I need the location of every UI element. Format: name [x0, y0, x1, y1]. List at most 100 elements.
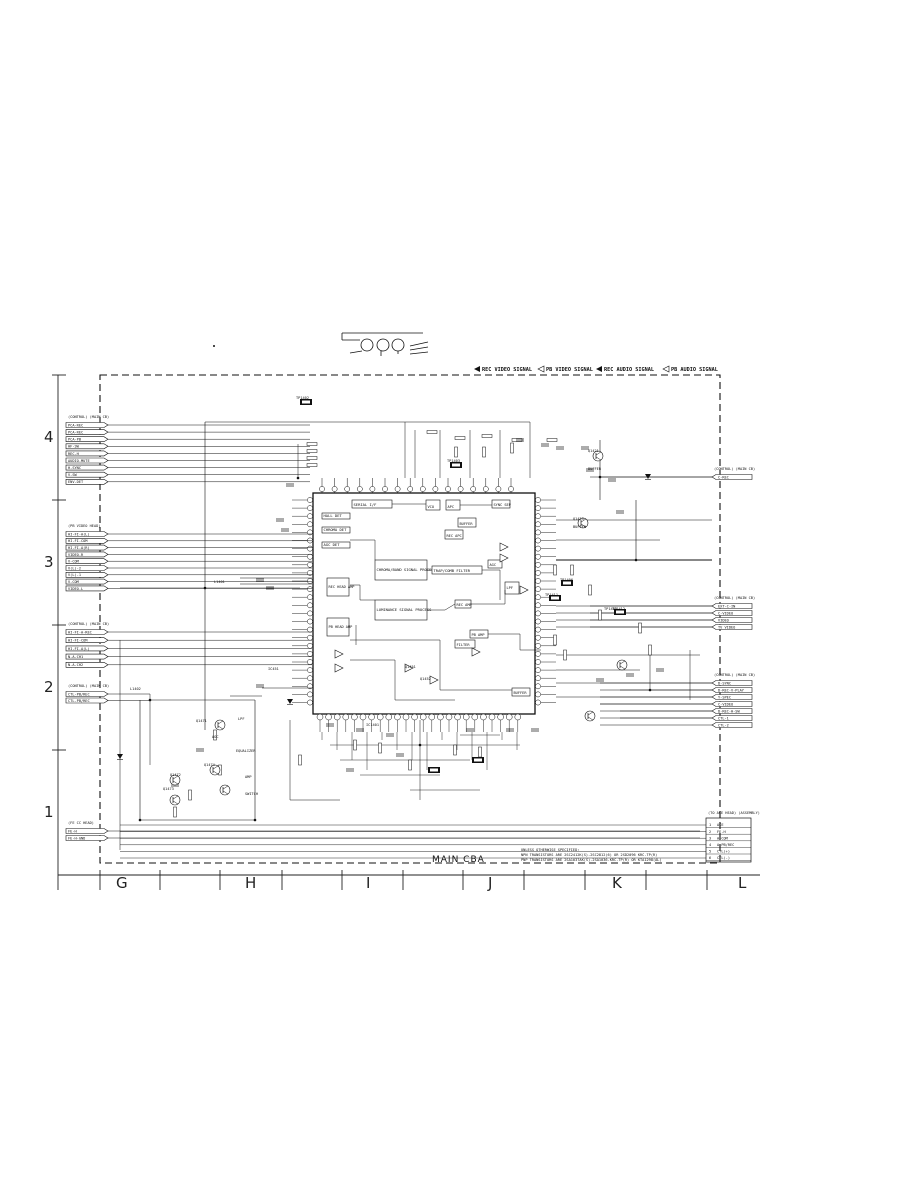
resistor	[511, 438, 523, 442]
transistor-emitter	[212, 770, 219, 775]
connector-mid-left-pin	[65, 585, 109, 592]
connector-mid-left: (PB VIDEO HEAD)HI-FI-A(L)HI-FI-COMHI-FI-…	[65, 524, 109, 592]
ic-pin-bottom-marker	[359, 713, 367, 721]
connector-small-left-pin	[65, 697, 109, 704]
connector-top-left-pin-label: ENV-DET	[68, 480, 84, 484]
transistor-emitter	[619, 665, 626, 670]
connector-mid-left-pin	[65, 558, 109, 565]
connector-right-bottom-box	[705, 817, 752, 863]
amp-triangle-icon	[334, 663, 344, 673]
connector-fe-left-header: (FE CC HEAD)	[68, 821, 94, 825]
resistor	[378, 742, 382, 754]
ic-pin-top-marker	[356, 486, 363, 492]
ic-block-label: LUMINANCE SIGNAL PROCESS	[377, 607, 433, 612]
connector-mid-left-pin	[65, 578, 109, 585]
connector-right-bottom-pin-label: ACE	[717, 823, 724, 827]
connector-top-left-pin	[65, 464, 109, 471]
transistor-emitter	[587, 716, 594, 721]
connector-right-low-pin-label: CTL-2	[718, 723, 729, 727]
ic-pin-right-marker	[535, 626, 541, 633]
connector-top-left-pin-label: PCA-REC	[68, 431, 83, 435]
board-title: MAIN CBA	[432, 855, 485, 865]
col-label-g: G	[116, 874, 128, 892]
junction-dot	[253, 818, 257, 822]
ic-pin-right-marker	[535, 675, 541, 682]
resistor	[454, 446, 458, 458]
ic-pin-bottom-marker	[445, 713, 453, 721]
connector-right-bottom-header: (TO ACE HEAD) (ASSEMBLY)	[708, 811, 760, 815]
ic-pin-bottom-marker	[454, 713, 461, 721]
connector-low-left-pin	[65, 661, 109, 668]
connector-low-left-pin	[65, 645, 109, 652]
ic-block	[321, 526, 351, 534]
ic-pin-top-marker	[457, 486, 464, 492]
transistor-collector	[217, 720, 224, 725]
connector-right-mid-pin	[711, 603, 753, 609]
connector-top-left-pin	[65, 478, 109, 485]
wire	[350, 659, 455, 701]
ic-pin-bottom-marker	[402, 713, 410, 721]
ic-block-label: PB AMP	[472, 633, 485, 637]
connector-right-mid-pin	[711, 610, 753, 616]
transistor-emitter	[172, 800, 179, 805]
junction-dot	[138, 818, 142, 822]
resistor	[188, 789, 192, 801]
ic-block	[326, 577, 350, 597]
connector-top-left-pin	[65, 443, 109, 450]
ic-block	[487, 559, 503, 569]
ic-pin-left-marker	[307, 642, 313, 649]
ic-pin-bottom-marker	[316, 713, 324, 721]
ic-pin-left-marker	[307, 553, 313, 560]
rec-video-arrow-icon	[474, 366, 480, 372]
ic-pin-top-marker	[470, 486, 477, 492]
pb-video-arrow-icon	[537, 365, 545, 373]
connector-right-low-pin-label: C-VIDEO	[718, 702, 733, 706]
ic-block	[491, 499, 511, 509]
connector-top-left-pin	[65, 422, 109, 428]
junction-dot	[634, 558, 638, 562]
resistor	[213, 729, 217, 741]
connector-low-left-pin-label: HI-FI-A(L)	[68, 647, 90, 651]
connectors: (CONTROL) (MAIN CB)PCA-RECPCA-RECPCA-PBH…	[65, 415, 760, 863]
legend-rec-audio: REC AUDIO SIGNAL	[604, 367, 654, 373]
component-note-label: LPF	[238, 717, 245, 721]
connector-right-low-header: (CONTROL) (MAIN CB)	[714, 673, 755, 677]
connector-right-bottom-pin-label: A-COM	[717, 836, 729, 840]
connector-right-low-pin	[711, 701, 753, 707]
connector-mid-left-pin-label: HI-FI-A(L)	[68, 532, 90, 536]
connector-top-left-pin-label: AUDIO-MUTE	[68, 459, 90, 463]
col-label-k: K	[612, 874, 623, 892]
connector-right-low-pin	[711, 694, 753, 700]
resistor	[563, 649, 567, 661]
connector-small-left-pin-label: CTL-PB/REC	[68, 699, 90, 703]
transistor-icon	[169, 794, 181, 806]
connector-right-mid-pin-label: VIDEO	[718, 618, 729, 622]
resistor	[298, 754, 302, 766]
resistor	[648, 644, 652, 656]
amp-triangle-icon	[334, 649, 344, 659]
resistor	[553, 564, 557, 576]
ic-pin-left-marker	[307, 675, 313, 682]
connector-right-bottom-pin-label: CTL(-)	[717, 856, 730, 860]
connector-mid-left-pin	[65, 544, 109, 551]
connector-fe-left-pin-label: FE-H	[68, 829, 77, 833]
ic-pin-right-marker	[535, 602, 541, 609]
ic-pin-right-marker	[535, 610, 541, 617]
component-ref-label: Q1474	[204, 763, 215, 767]
transistor-icon	[616, 659, 628, 671]
connector-low-left-pin-label: N-A-CH2	[68, 663, 83, 667]
connector-right-low-pin	[711, 680, 753, 686]
ic-pin-bottom-marker	[497, 713, 504, 721]
component-ref-label: Q1471	[196, 719, 207, 723]
ic-pin-right-marker	[535, 497, 541, 503]
ic-pin-top-marker	[331, 486, 338, 492]
connector-low-left-pin-label: HI-FI-COM	[68, 639, 88, 643]
ic-block-label: SERIAL I/F	[354, 502, 378, 507]
test-point-inner	[302, 400, 310, 404]
component-ref-label: Q1473	[163, 787, 174, 791]
ic-pin-bottom-marker	[514, 713, 522, 721]
connector-right-top: (CONTROL) (MAIN CB)C-REC	[711, 467, 755, 480]
connector-low-left-pin	[65, 637, 109, 644]
